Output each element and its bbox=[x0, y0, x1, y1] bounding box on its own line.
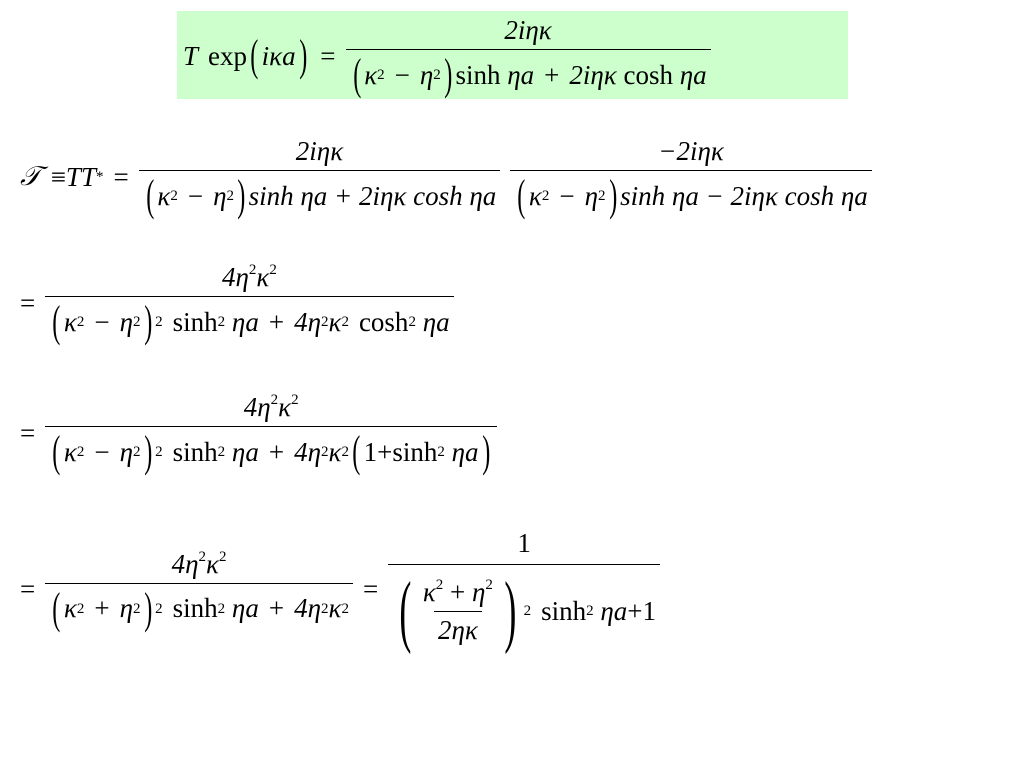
equals-sign: = bbox=[20, 574, 36, 605]
numerator: 2iηκ bbox=[504, 15, 552, 45]
symbol-T: T bbox=[183, 40, 199, 71]
exp-argument: iκa bbox=[261, 40, 296, 71]
equals-sign: = bbox=[113, 161, 129, 192]
TT-product: TT bbox=[65, 161, 96, 192]
highlight-box bbox=[177, 11, 848, 99]
script-T: 𝒯 bbox=[20, 161, 41, 192]
equals-sign: = bbox=[20, 287, 36, 318]
exp-function: exp bbox=[208, 40, 248, 71]
equals-sign: = bbox=[20, 417, 36, 448]
equiv-sign: ≡ bbox=[50, 161, 66, 192]
equals-sign: = bbox=[320, 40, 336, 71]
equals-sign-2: = bbox=[362, 574, 379, 605]
